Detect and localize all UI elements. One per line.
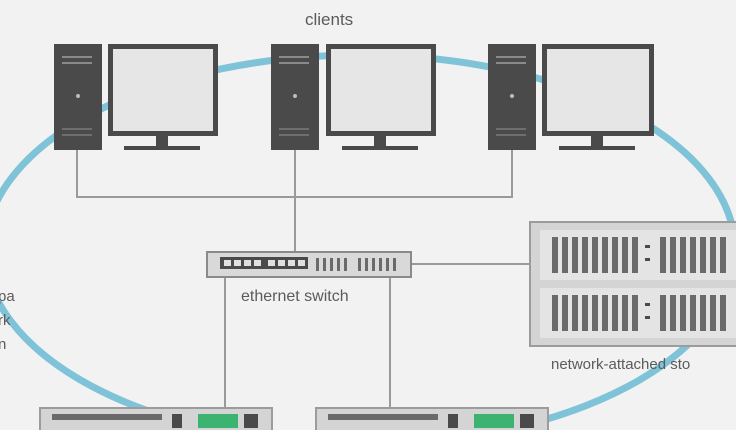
server-rack-icon (315, 407, 549, 430)
desktop-tower-icon (54, 44, 102, 150)
client-1 (54, 44, 218, 150)
nas-rack-icon (529, 221, 736, 347)
server-rack-icon (39, 407, 273, 430)
client-3 (488, 44, 654, 150)
clients-label: clients (305, 10, 354, 29)
monitor-icon (108, 44, 218, 150)
monitor-icon (542, 44, 654, 150)
side-label-line-1: pa (0, 288, 15, 305)
client-2 (271, 44, 436, 150)
desktop-tower-icon (271, 44, 319, 150)
cables (76, 150, 530, 410)
monitor-icon (326, 44, 436, 150)
nas-label: network-attached sto (551, 356, 691, 373)
side-label-line-3: n (0, 336, 7, 353)
ethernet-switch-icon (206, 251, 412, 278)
desktop-tower-icon (488, 44, 536, 150)
side-label-line-2: rk (0, 312, 11, 329)
ethernet-switch-label: ethernet switch (241, 288, 349, 305)
